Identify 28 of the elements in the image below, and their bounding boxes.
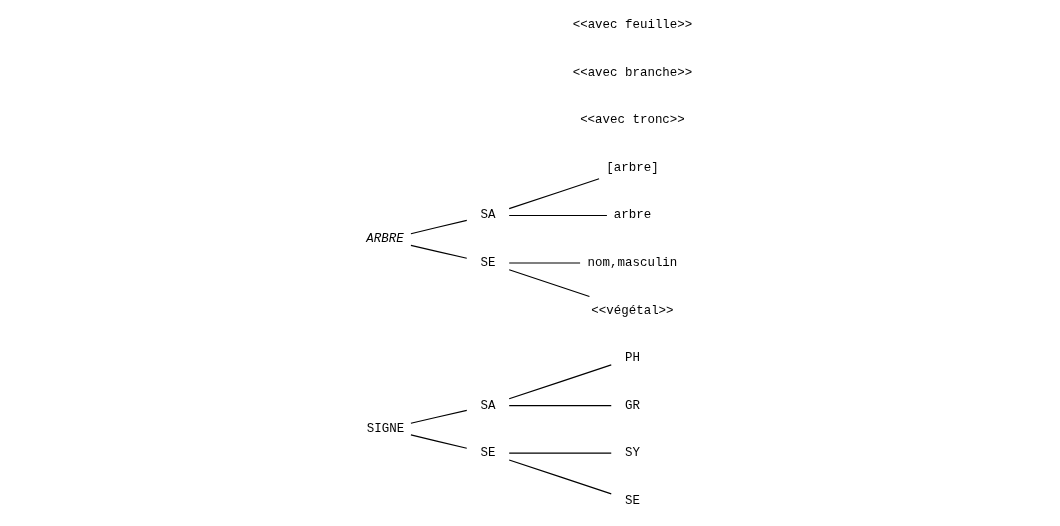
connector [508, 452, 612, 454]
node-text: ARBRE [366, 231, 404, 246]
node-text: arbre [613, 208, 652, 223]
connector [410, 219, 468, 235]
node-text: SA [480, 398, 496, 413]
node-text: nom,masculin [587, 255, 678, 270]
node-text: SIGNE [366, 421, 405, 436]
node-text: SE [480, 446, 496, 461]
connector [508, 269, 591, 298]
node-text: SE [480, 255, 496, 270]
connector [508, 459, 612, 495]
node-text: PH [625, 351, 640, 366]
connector [508, 364, 612, 400]
connector [508, 178, 600, 210]
label: <<avec branche>> [572, 65, 693, 80]
node-text: <<végétal>> [591, 303, 674, 318]
node-text: GR [625, 398, 640, 413]
node-text: SY [625, 446, 640, 461]
label: <<avec feuille>> [572, 18, 693, 33]
connector [410, 244, 468, 259]
connector [508, 405, 612, 407]
node-text: [arbre] [606, 160, 659, 175]
connector [508, 214, 608, 217]
connector [410, 434, 468, 449]
connector [410, 409, 468, 424]
node-text: SA [480, 208, 496, 223]
node-text: SE [625, 493, 640, 508]
label: <<avec tronc>> [580, 113, 685, 128]
